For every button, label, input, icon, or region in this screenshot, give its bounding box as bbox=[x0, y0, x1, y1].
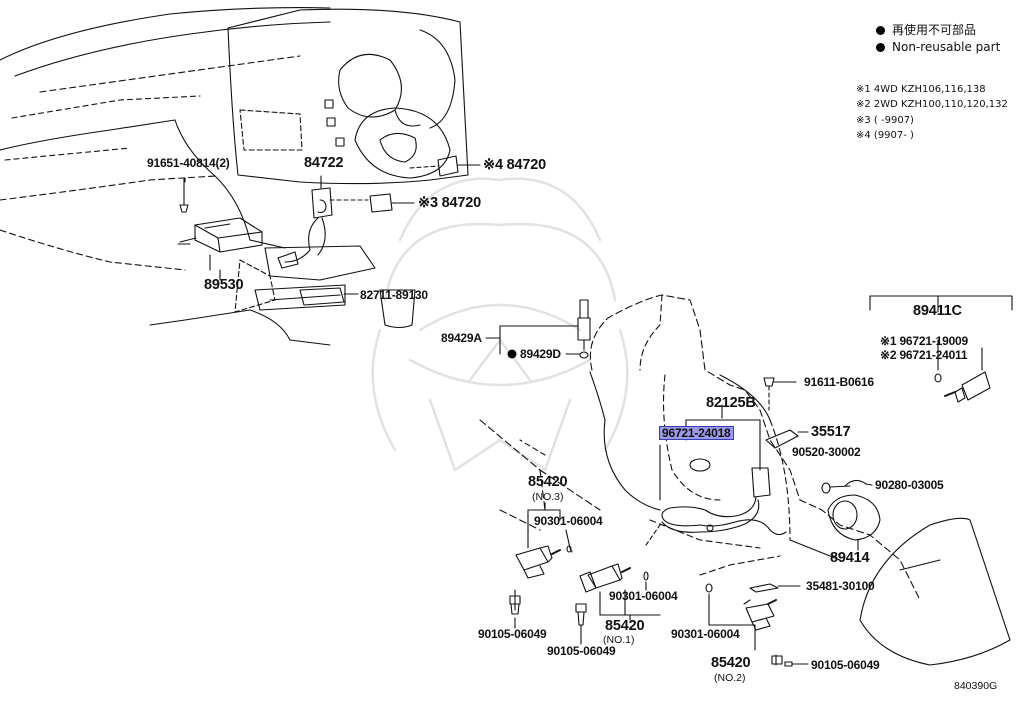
applicability-note-3: ※3 ( -9907) bbox=[856, 115, 914, 126]
part-label-90520-30002[interactable]: 90520-30002 bbox=[792, 445, 861, 459]
part-label-82125B[interactable]: 82125B bbox=[706, 395, 756, 411]
solenoid-85420-no2 bbox=[699, 555, 809, 667]
part-label-89411C[interactable]: 89411C bbox=[913, 303, 962, 319]
part-label-35481-30100[interactable]: 35481-30100 bbox=[806, 579, 875, 593]
harness-82125B bbox=[659, 404, 787, 536]
non-reusable-marker bbox=[507, 349, 517, 359]
part-sublabel-no3: (NO.3) bbox=[532, 491, 564, 503]
bracket-82711 bbox=[299, 287, 357, 306]
solenoid-85420-no1 bbox=[575, 524, 661, 641]
part-label-90105-06049-b[interactable]: 90105-06049 bbox=[547, 644, 616, 658]
part-sublabel-no1: (NO.1) bbox=[603, 634, 635, 646]
part-label-91611-B0616[interactable]: 91611-B0616 bbox=[804, 375, 874, 389]
part-label-84720-note3[interactable]: ※3 84720 bbox=[418, 195, 481, 211]
part-label-35517[interactable]: 35517 bbox=[811, 424, 851, 440]
sensor-89429 bbox=[485, 299, 591, 359]
part-label-89429D[interactable]: 89429D bbox=[520, 347, 561, 361]
part-label-90301-06004-a[interactable]: 90301-06004 bbox=[534, 514, 603, 528]
part-label-85420-no2[interactable]: 85420 bbox=[711, 655, 751, 671]
watermark-logo bbox=[371, 177, 629, 472]
part-label-89414[interactable]: 89414 bbox=[830, 550, 870, 566]
applicability-note-4: ※4 (9907- ) bbox=[856, 130, 914, 141]
applicability-note-2: ※2 2WD KZH100,110,120,132 bbox=[856, 99, 1008, 110]
clamp-35517 bbox=[765, 429, 809, 449]
connector-84720-4 bbox=[409, 155, 481, 177]
sensor-84722 bbox=[277, 175, 369, 269]
part-sublabel-no2: (NO.2) bbox=[714, 672, 746, 684]
applicability-note-1: ※1 4WD KZH106,116,138 bbox=[856, 84, 986, 95]
sensor-89414 bbox=[821, 479, 881, 551]
connector-84720-3 bbox=[369, 193, 415, 213]
legend-non-reusable-en: Non-reusable part bbox=[876, 41, 1000, 53]
transmission-case bbox=[479, 294, 1011, 666]
part-label-84720-note4[interactable]: ※4 84720 bbox=[483, 157, 546, 173]
part-label-89530[interactable]: 89530 bbox=[204, 277, 244, 293]
part-label-82711-89130[interactable]: 82711-89130 bbox=[360, 288, 428, 302]
legend-non-reusable-jp: 再使用不可部品 bbox=[876, 24, 976, 36]
part-label-90301-06004-c[interactable]: 90301-06004 bbox=[671, 627, 740, 641]
filled-circle-icon bbox=[876, 43, 885, 52]
part-label-85420-no1[interactable]: 85420 bbox=[605, 618, 645, 634]
part-label-90301-06004-b[interactable]: 90301-06004 bbox=[609, 589, 678, 603]
part-label-85420-no3[interactable]: 85420 bbox=[528, 474, 568, 490]
dashboard-outline bbox=[0, 7, 469, 346]
part-label-91651-40814[interactable]: 91651-40814(2) bbox=[147, 156, 230, 170]
part-label-90280-03005[interactable]: 90280-03005 bbox=[875, 478, 944, 492]
part-label-90105-06049-a[interactable]: 90105-06049 bbox=[478, 627, 547, 641]
part-label-96721-24018-selected[interactable]: 96721-24018 bbox=[659, 426, 734, 440]
sensor-89411C bbox=[869, 295, 1013, 403]
part-label-90105-06049-c[interactable]: 90105-06049 bbox=[811, 658, 880, 672]
part-label-89429A[interactable]: 89429A bbox=[441, 331, 482, 345]
diagram-id: 840390G bbox=[954, 680, 998, 692]
bolt-91611 bbox=[763, 377, 797, 411]
leader-lines bbox=[184, 177, 582, 645]
ecu-89530 bbox=[177, 177, 263, 271]
part-label-96721-24011[interactable]: ※2 96721-24011 bbox=[880, 348, 968, 362]
filled-circle-icon bbox=[876, 26, 885, 35]
part-label-96721-19009[interactable]: ※1 96721-19009 bbox=[880, 334, 968, 348]
solenoid-85420-no3 bbox=[509, 502, 573, 615]
part-label-84722[interactable]: 84722 bbox=[304, 155, 344, 171]
